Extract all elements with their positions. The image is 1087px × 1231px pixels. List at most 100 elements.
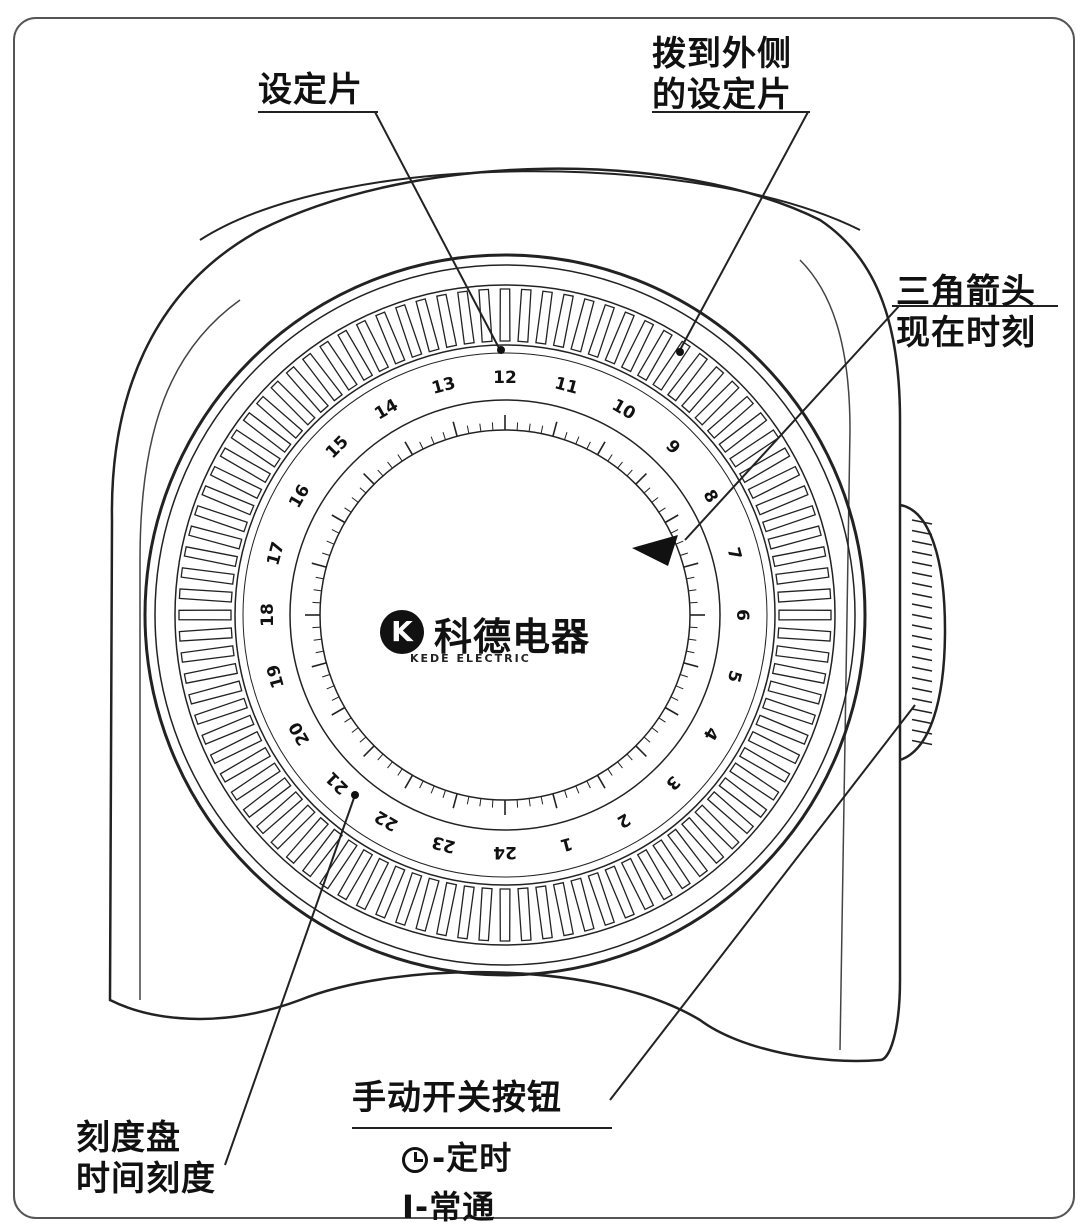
setting-segment[interactable] xyxy=(552,881,574,937)
setting-segment[interactable] xyxy=(771,546,827,568)
setting-segment[interactable] xyxy=(570,298,595,353)
setting-segment[interactable] xyxy=(755,485,809,516)
setting-segment[interactable] xyxy=(180,645,235,663)
setting-segment[interactable] xyxy=(270,804,316,850)
setting-segment[interactable] xyxy=(219,447,272,484)
setting-segment[interactable] xyxy=(209,465,263,500)
setting-segment[interactable] xyxy=(415,298,440,353)
setting-segment[interactable] xyxy=(517,887,532,942)
setting-segment[interactable] xyxy=(620,857,655,911)
setting-segment[interactable] xyxy=(680,365,725,414)
setting-segment[interactable] xyxy=(478,887,493,942)
setting-segment[interactable] xyxy=(285,816,330,865)
setting-segments[interactable] xyxy=(178,288,832,942)
setting-segment[interactable] xyxy=(718,411,768,454)
dial-tick xyxy=(351,497,359,503)
setting-segment[interactable] xyxy=(666,828,709,878)
setting-segment[interactable] xyxy=(777,627,832,642)
setting-segment[interactable] xyxy=(201,714,255,745)
setting-segment[interactable] xyxy=(180,567,235,585)
setting-segment[interactable] xyxy=(652,340,691,391)
setting-segment[interactable] xyxy=(436,293,458,349)
setting-segment[interactable] xyxy=(355,857,390,911)
setting-segment[interactable] xyxy=(775,567,830,585)
setting-segment[interactable] xyxy=(230,762,281,801)
setting-segment[interactable] xyxy=(636,848,673,901)
setting-segment[interactable] xyxy=(457,885,475,940)
setting-segment[interactable] xyxy=(535,290,553,345)
setting-segment[interactable] xyxy=(255,790,304,835)
setting-segment[interactable] xyxy=(301,828,344,878)
setting-segment[interactable] xyxy=(706,395,755,440)
setting-segment[interactable] xyxy=(761,697,817,726)
setting-segment[interactable] xyxy=(778,609,832,621)
setting-segment[interactable] xyxy=(729,762,780,801)
setting-segment[interactable] xyxy=(394,303,423,359)
setting-segment[interactable] xyxy=(178,627,233,642)
setting-segment[interactable] xyxy=(319,839,358,890)
dial-tick xyxy=(311,562,327,568)
setting-segment[interactable] xyxy=(242,776,292,819)
setting-segment[interactable] xyxy=(178,609,232,621)
setting-segment[interactable] xyxy=(255,395,304,440)
setting-segment[interactable] xyxy=(436,881,458,937)
setting-segment[interactable] xyxy=(738,447,791,484)
setting-segment[interactable] xyxy=(201,485,255,516)
setting-segment[interactable] xyxy=(517,288,532,343)
setting-segment[interactable] xyxy=(242,411,292,454)
setting-segment[interactable] xyxy=(552,293,574,349)
setting-segment[interactable] xyxy=(230,429,281,468)
setting-segment[interactable] xyxy=(775,645,830,663)
setting-segment[interactable] xyxy=(680,816,725,865)
setting-segment[interactable] xyxy=(337,848,374,901)
setting-segment[interactable] xyxy=(209,730,263,765)
setting-segment[interactable] xyxy=(499,288,511,342)
setting-segment[interactable] xyxy=(499,888,511,942)
dial-tick xyxy=(586,780,591,789)
setting-segment[interactable] xyxy=(767,525,822,550)
setting-segment[interactable] xyxy=(604,311,635,365)
setting-segment[interactable] xyxy=(337,329,374,382)
setting-segment[interactable] xyxy=(457,290,475,345)
setting-segment[interactable] xyxy=(761,504,817,533)
setting-segment[interactable] xyxy=(652,839,691,890)
setting-segment[interactable] xyxy=(694,380,740,426)
setting-segment[interactable] xyxy=(747,465,801,500)
setting-segment[interactable] xyxy=(666,352,709,402)
setting-segment[interactable] xyxy=(285,365,330,414)
setting-segment[interactable] xyxy=(570,877,595,932)
setting-segment[interactable] xyxy=(188,525,243,550)
setting-segment[interactable] xyxy=(729,429,780,468)
setting-segment[interactable] xyxy=(777,588,832,603)
setting-segment[interactable] xyxy=(738,746,791,783)
setting-segment[interactable] xyxy=(747,730,801,765)
setting-segment[interactable] xyxy=(771,662,827,684)
setting-segment[interactable] xyxy=(694,804,740,850)
setting-segment[interactable] xyxy=(636,329,673,382)
setting-segment[interactable] xyxy=(178,588,233,603)
setting-segment[interactable] xyxy=(478,288,493,343)
setting-segment[interactable] xyxy=(193,697,249,726)
setting-segment[interactable] xyxy=(375,865,406,919)
setting-segment[interactable] xyxy=(301,352,344,402)
setting-segment[interactable] xyxy=(193,504,249,533)
setting-segment[interactable] xyxy=(394,871,423,927)
setting-segment[interactable] xyxy=(375,311,406,365)
setting-segment[interactable] xyxy=(319,340,358,391)
setting-segment[interactable] xyxy=(587,303,616,359)
setting-segment[interactable] xyxy=(718,776,768,819)
setting-segment[interactable] xyxy=(183,546,239,568)
setting-segment[interactable] xyxy=(755,714,809,745)
setting-segment[interactable] xyxy=(183,662,239,684)
setting-segment[interactable] xyxy=(415,877,440,932)
setting-segment[interactable] xyxy=(767,680,822,705)
setting-segment[interactable] xyxy=(219,746,272,783)
setting-segment[interactable] xyxy=(706,790,755,835)
setting-segment[interactable] xyxy=(188,680,243,705)
setting-segment[interactable] xyxy=(355,319,390,373)
setting-segment[interactable] xyxy=(535,885,553,940)
setting-segment[interactable] xyxy=(604,865,635,919)
setting-segment[interactable] xyxy=(270,380,316,426)
setting-segment[interactable] xyxy=(620,319,655,373)
setting-segment[interactable] xyxy=(587,871,616,927)
